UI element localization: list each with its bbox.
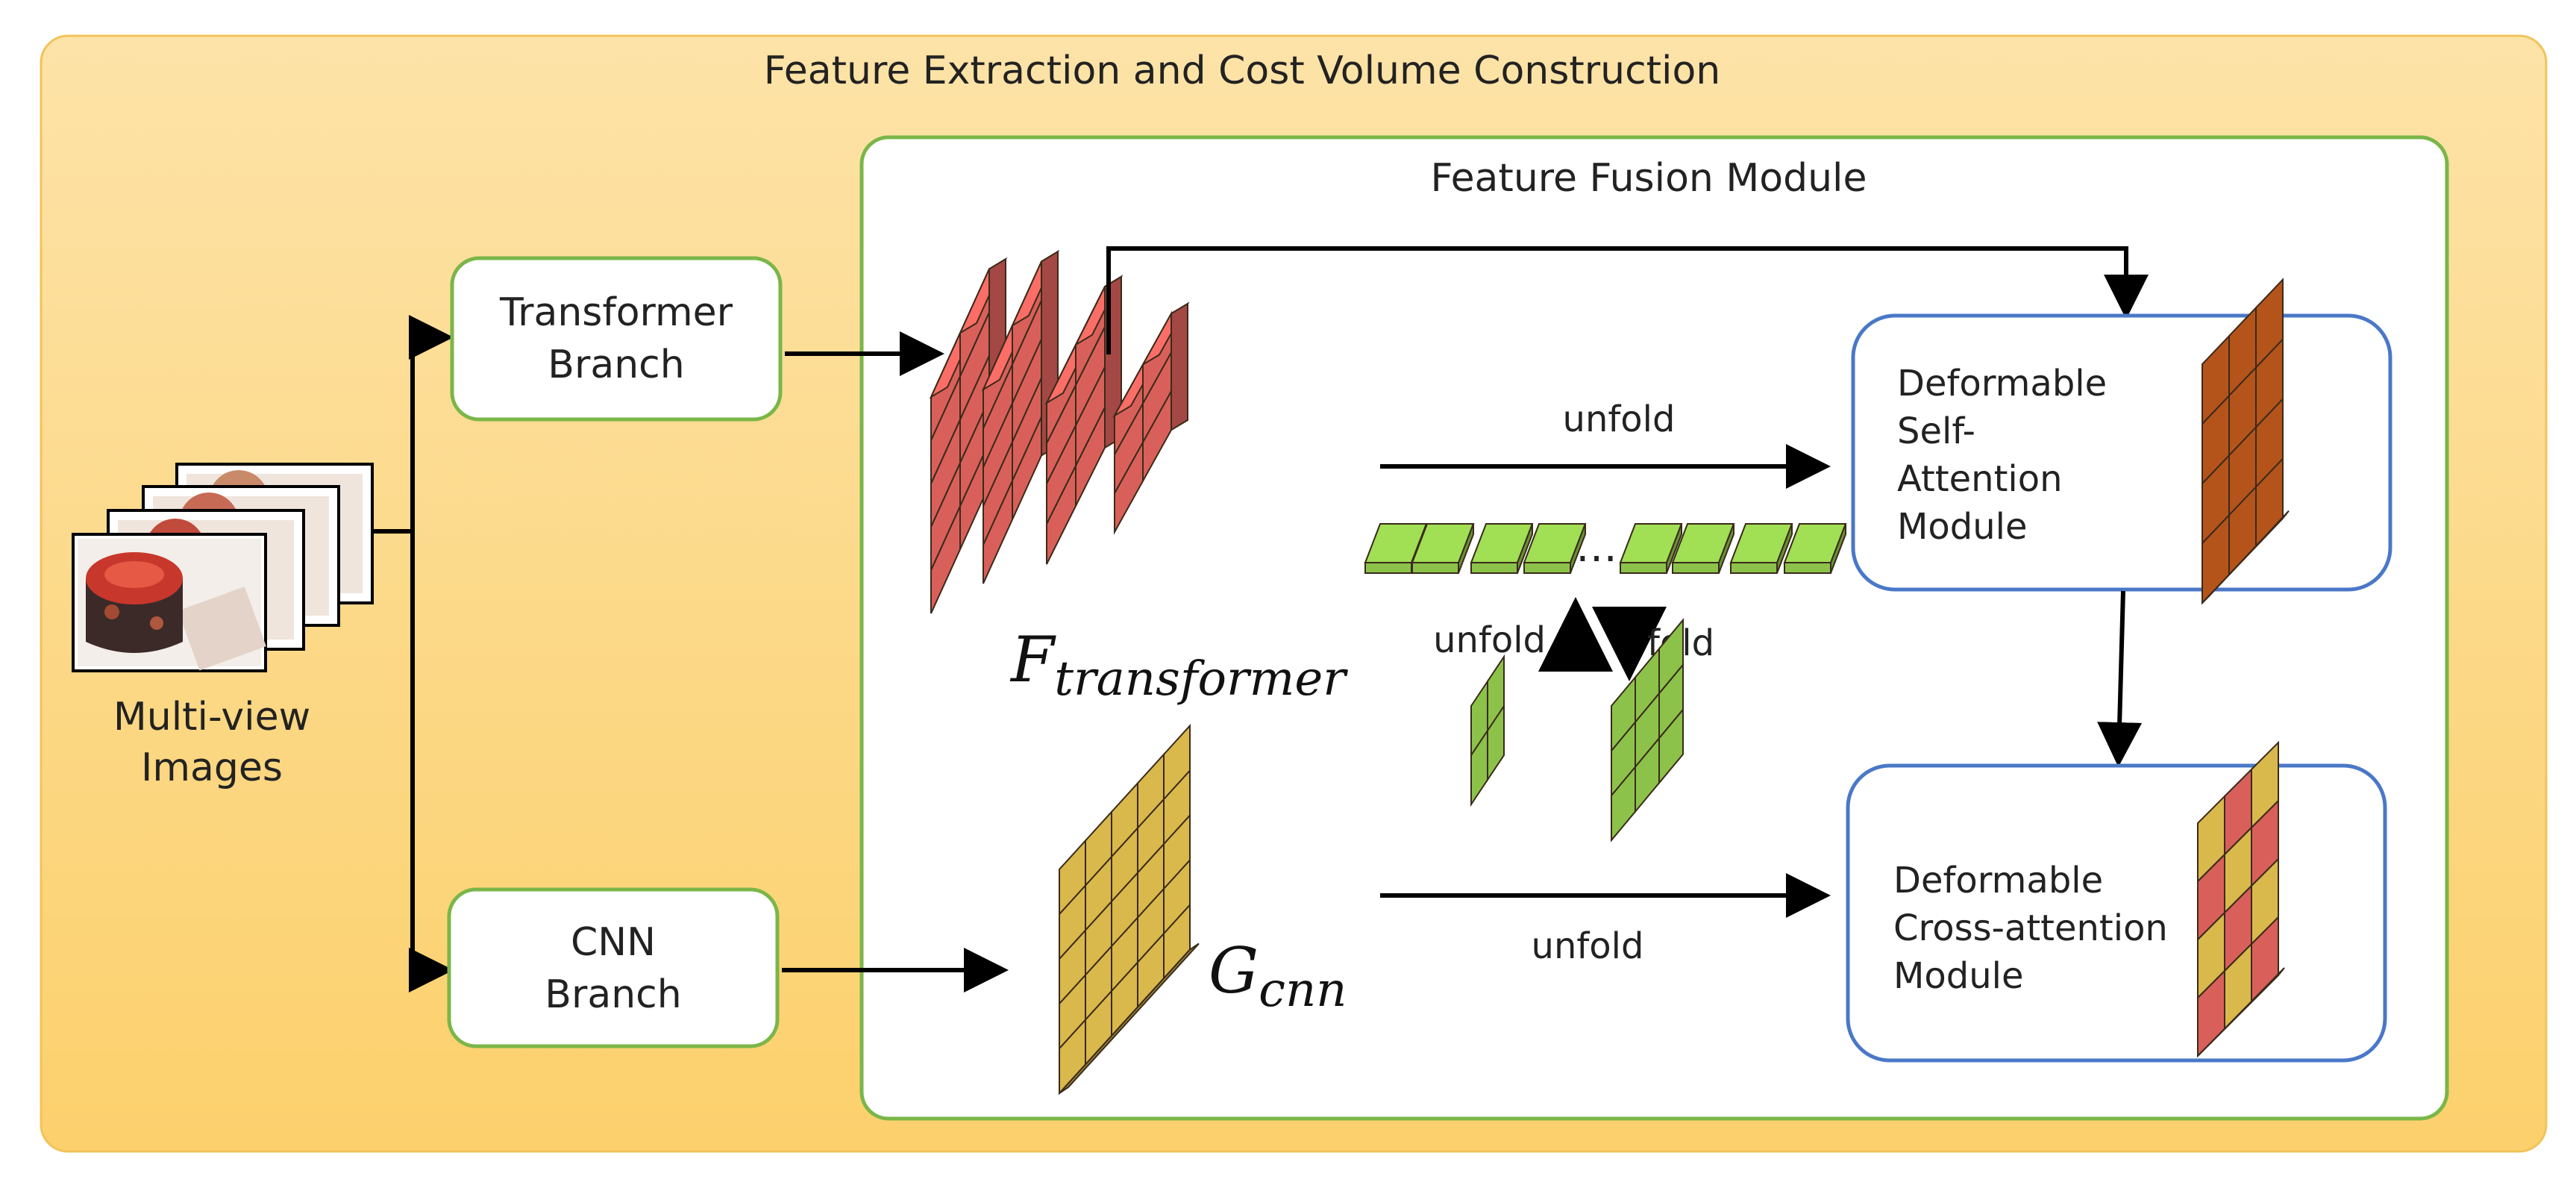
grid-edge (2201, 510, 2290, 604)
token-side (1517, 523, 1533, 574)
cnn-branch-box (447, 887, 780, 1048)
token-side (1830, 523, 1846, 574)
small-green-patch (1470, 654, 1505, 807)
self-attention-line2: Self- (1897, 410, 1975, 452)
cnn-branch-line2: Branch (545, 972, 681, 1017)
grid-cell (1658, 618, 1684, 695)
multi-view-label-line2: Images (141, 745, 283, 790)
token-side (1718, 523, 1734, 574)
token-front (1672, 562, 1720, 574)
token-bar (1470, 523, 1534, 574)
grid-cell (1163, 723, 1191, 801)
unfold-label-bottom: unfold (1532, 925, 1644, 967)
grid-edge (2197, 967, 2285, 1057)
cross-attention-line2: Cross-attention (1893, 907, 2168, 949)
self-attention-line4: Module (1897, 506, 2028, 548)
grid-cell (2255, 278, 2284, 369)
token-bar (1729, 523, 1793, 574)
unfold-label-top: unfold (1563, 398, 1676, 440)
transformer-branch-box (450, 256, 783, 422)
token-front (1784, 562, 1831, 574)
multi-view-images (72, 463, 374, 672)
token-front (1523, 562, 1571, 574)
token-bar (1619, 523, 1683, 574)
g-cnn-label: Gcnn (1209, 934, 1347, 1018)
image-front (72, 533, 267, 672)
token-front (1620, 562, 1667, 574)
token-bar (1783, 523, 1847, 574)
token-bar (1523, 523, 1587, 574)
cnn-branch-line1: CNN (571, 920, 656, 965)
outer-title: Feature Extraction and Cost Volume Const… (764, 49, 1721, 93)
f-transformer-label: Ftransformer (1009, 623, 1348, 707)
transformer-branch-line2: Branch (548, 343, 684, 387)
grid-side (1171, 302, 1188, 431)
token-front (1730, 562, 1778, 574)
token-side (1776, 523, 1793, 574)
token-front (1411, 562, 1459, 574)
self-to-cross-arrow (2097, 590, 2143, 767)
unfold-label-mid: unfold (1433, 619, 1546, 661)
cross-attention-feature-map (2197, 740, 2285, 1058)
large-green-patch (1611, 618, 1684, 842)
token-side (1570, 523, 1586, 574)
cross-attention-line3: Module (1893, 955, 2024, 997)
grid-edge (1059, 942, 1200, 1094)
self-attention-module-box (1851, 313, 2392, 592)
self-attention-feature-map (2201, 278, 2290, 605)
self-attention-line1: Deformable (1897, 363, 2107, 404)
skip-connection-arrow (1106, 246, 2149, 354)
cnn-feature-map (1059, 723, 1200, 1095)
token-side (1458, 523, 1474, 574)
self-attention-line3: Attention (1897, 458, 2063, 500)
token-side (1666, 523, 1682, 574)
grid-cell (1487, 654, 1505, 734)
token-bar (1411, 523, 1475, 574)
fusion-module-title: Feature Fusion Module (1431, 156, 1867, 201)
multi-view-label-line1: Multi-view (113, 695, 310, 740)
token-front (1364, 562, 1412, 574)
token-bar (1671, 523, 1735, 574)
token-ellipsis: … (1576, 523, 1617, 572)
grid-cell (2251, 740, 2279, 830)
transformer-branch-line1: Transformer (499, 290, 733, 335)
transformer-feature-maps (929, 249, 1190, 614)
token-front (1470, 562, 1518, 574)
cross-attention-line1: Deformable (1893, 860, 2103, 901)
split-connector (373, 315, 454, 992)
token-sequence (1364, 523, 1847, 574)
